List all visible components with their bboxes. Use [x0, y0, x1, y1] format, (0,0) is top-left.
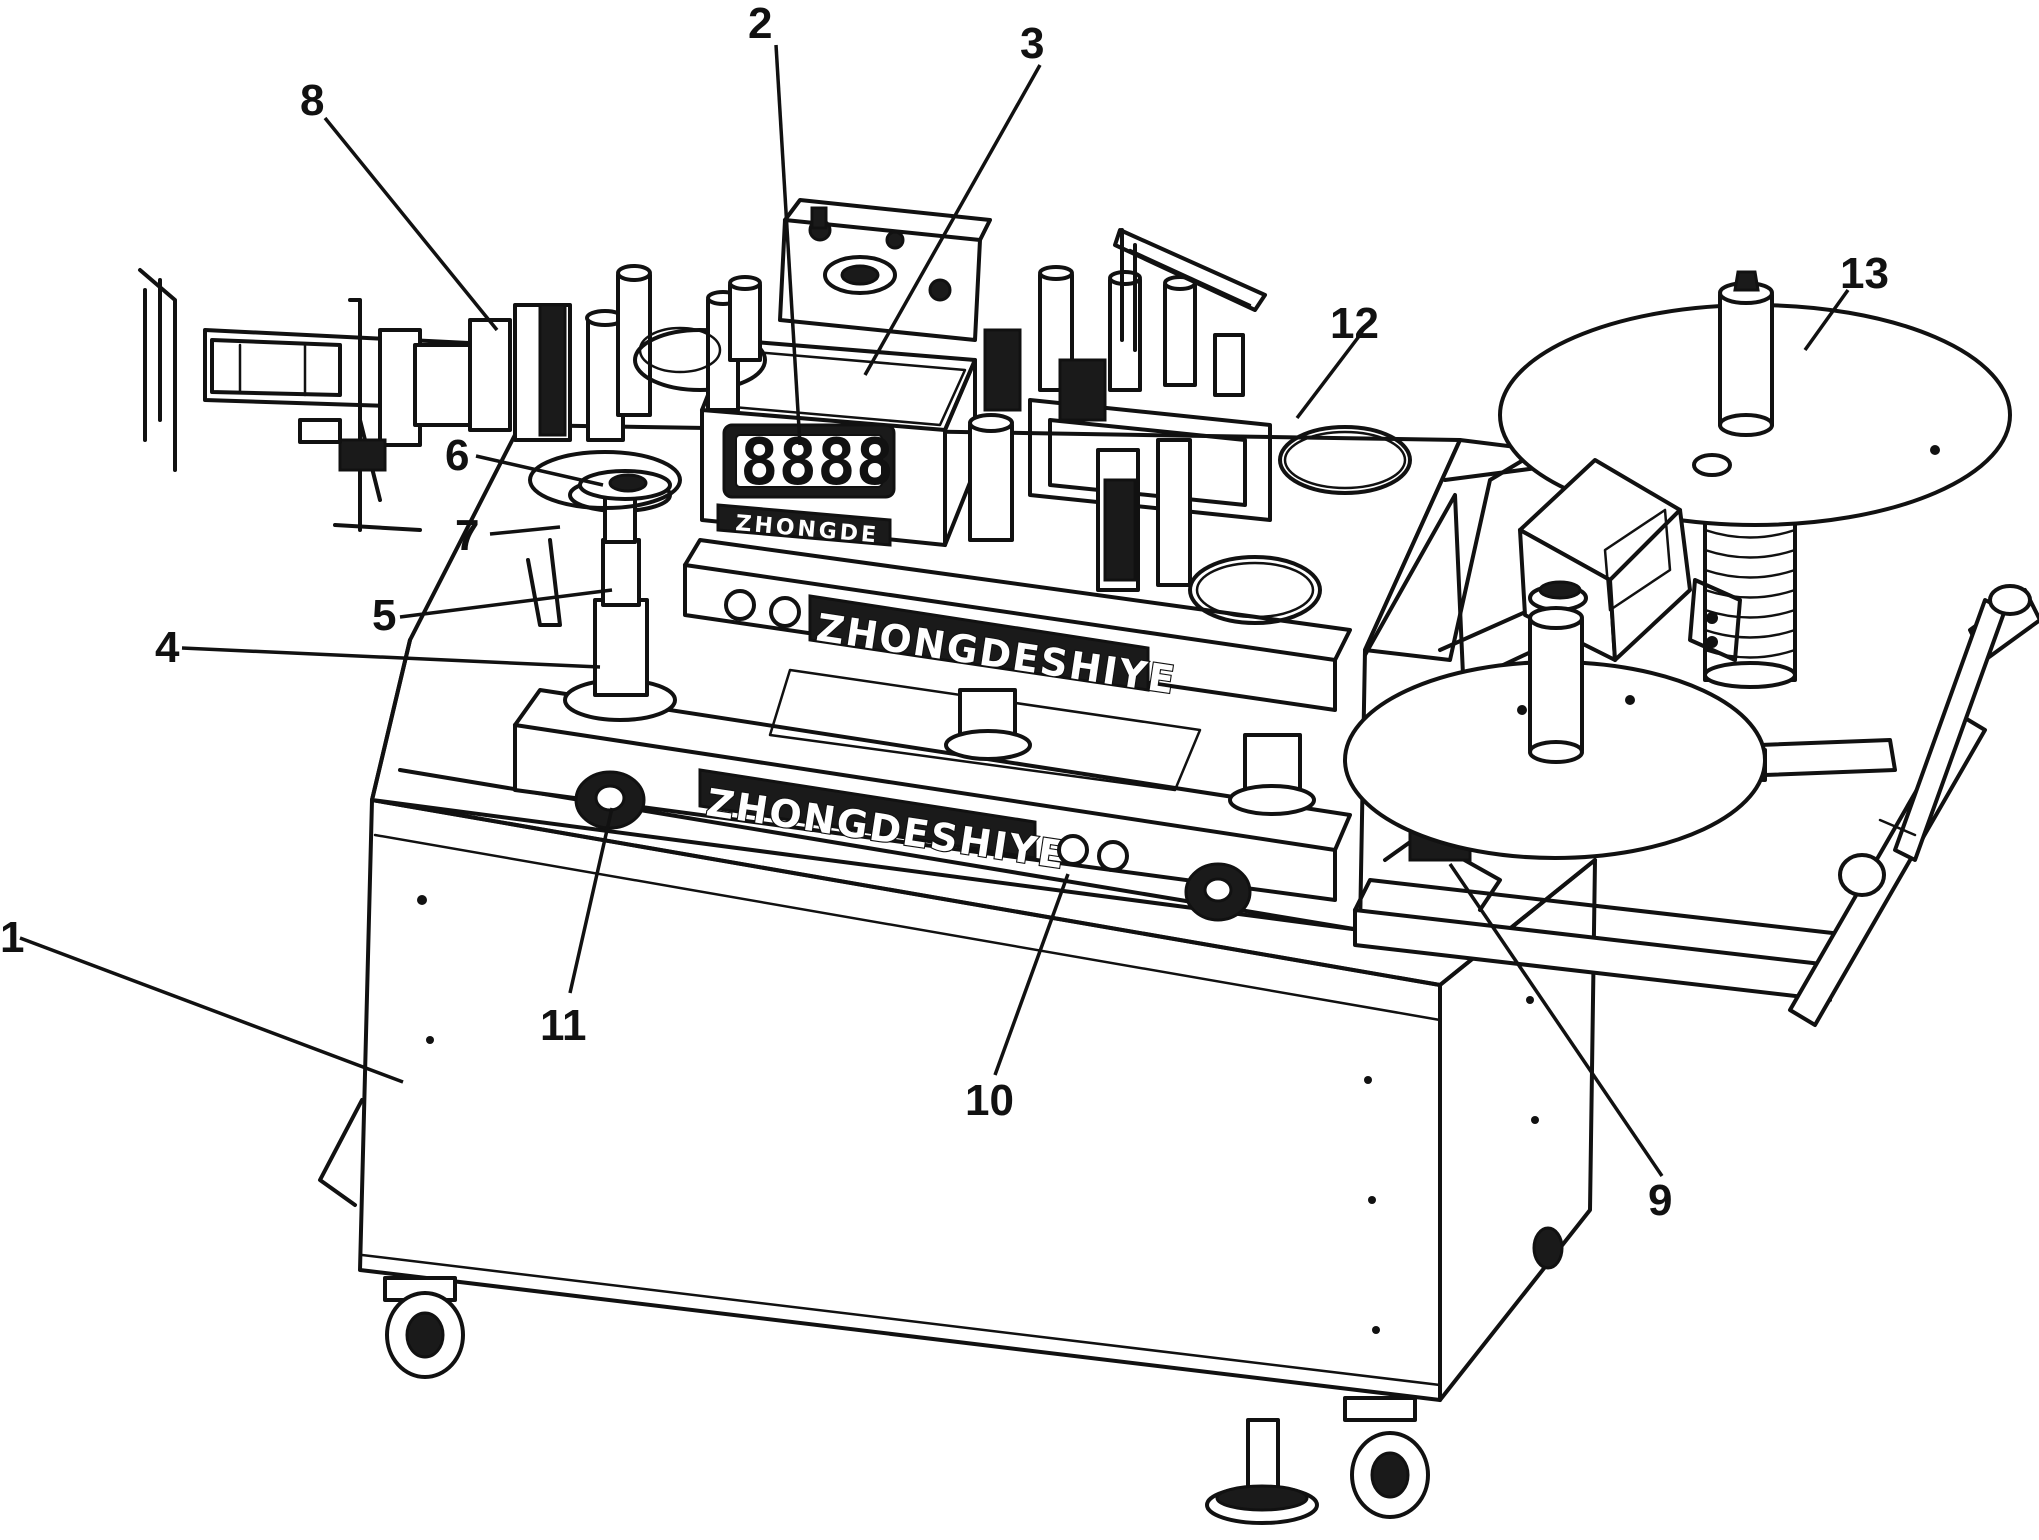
adjust-wheel-right [1184, 862, 1252, 922]
table-openings [638, 326, 1412, 625]
leader-13 [1803, 288, 1850, 352]
label-10: 10 [965, 1076, 1014, 1125]
leader-3 [863, 64, 1042, 376]
caster-front-right [1343, 1396, 1430, 1519]
leader-9 [1448, 863, 1664, 1177]
center-rollers [706, 228, 1272, 592]
caster-front-left [383, 1276, 465, 1379]
label-3: 3 [1020, 19, 1044, 68]
counter-display: 8888 [740, 426, 894, 500]
control-box: 8888 ZHONGDE [700, 198, 992, 549]
lower-label-reel [1343, 580, 1767, 912]
label-8: 8 [300, 76, 324, 125]
left-rollers [585, 264, 767, 442]
reel-spring [1703, 508, 1797, 689]
center-columns [768, 668, 1316, 816]
label-13: 13 [1840, 249, 1889, 298]
leader-11 [568, 807, 614, 994]
leader-8 [323, 116, 499, 332]
label-11: 11 [540, 1001, 587, 1050]
label-5: 5 [372, 591, 396, 640]
leader-6 [475, 454, 604, 487]
label-7: 7 [455, 511, 479, 560]
leader-1 [19, 936, 404, 1084]
leader-5 [399, 588, 613, 619]
label-2: 2 [748, 0, 772, 48]
casters [383, 1226, 1564, 1525]
label-1: 1 [0, 913, 24, 962]
adjust-wheel-left [574, 770, 646, 830]
leader-2 [774, 44, 802, 446]
leader-lines [19, 44, 1850, 1177]
leader-4 [181, 646, 601, 669]
label-6: 6 [445, 431, 469, 480]
leader-10 [993, 873, 1070, 1076]
leveling-foot [1205, 1418, 1319, 1525]
right-track [1353, 458, 2039, 1027]
part-labels: 1 2 3 4 5 6 7 8 9 10 11 12 13 [0, 0, 1889, 1225]
label-4: 4 [155, 623, 180, 672]
caster-right-rear [1532, 1226, 1564, 1270]
leader-7 [489, 525, 561, 536]
label-12: 12 [1330, 299, 1379, 348]
cabinet-rivets [417, 895, 1539, 1334]
left-label-unit [138, 268, 572, 532]
bottle-station [526, 450, 682, 722]
leader-12 [1295, 333, 1362, 420]
cabinet [318, 798, 1597, 1402]
label-9: 9 [1648, 1176, 1672, 1225]
